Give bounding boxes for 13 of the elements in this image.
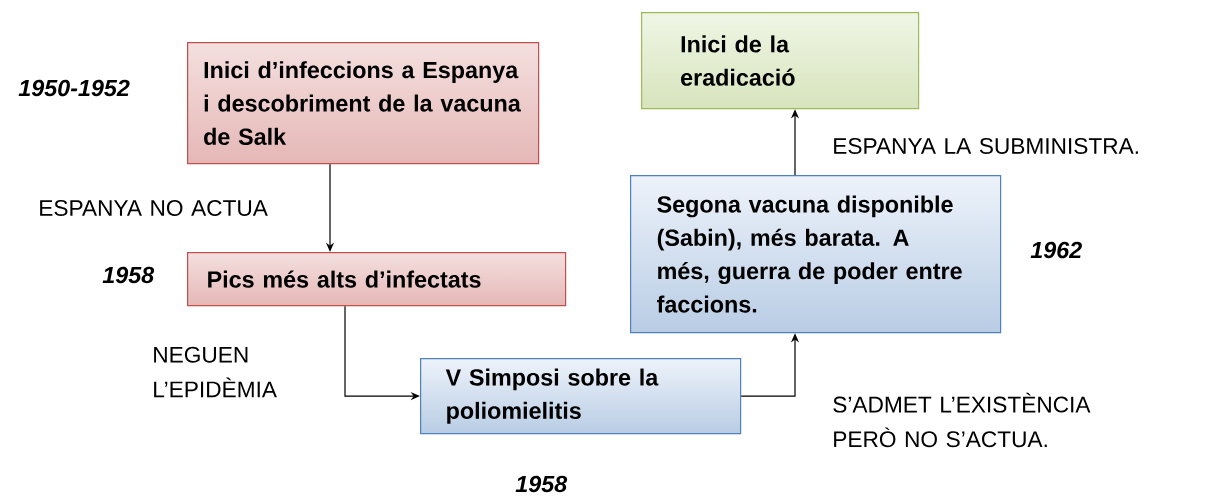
year-label: 1962 xyxy=(1030,241,1082,259)
process-box: Segona vacuna disponible (Sabin), més barata. A més, guerra de poder entre faccions. xyxy=(630,175,1002,334)
year-label: 1958 xyxy=(102,266,155,284)
edge-label: ESPANYA LA SUBMINISTRA. xyxy=(834,137,1138,155)
edge-label: ESPANYA NO ACTUA xyxy=(40,199,268,216)
process-box: Inici de la eradicació xyxy=(641,12,920,110)
process-box: Inici d’infeccions a Espanya i descobriment de la vacuna de Salk xyxy=(187,42,540,165)
year-label: 1950-1952 xyxy=(18,79,130,97)
process-box: V Simposi sobre la poliomielitis xyxy=(420,358,742,435)
year-label: 1958 xyxy=(515,475,568,493)
edge-label: S’ADMET L’EXISTÈNCIA PERÒ NO S’ACTUA. xyxy=(833,392,1091,448)
process-box: Pics més alts d’infectats xyxy=(187,252,567,307)
edge-label: NEGUEN L’EPIDÈMIA xyxy=(154,346,277,398)
